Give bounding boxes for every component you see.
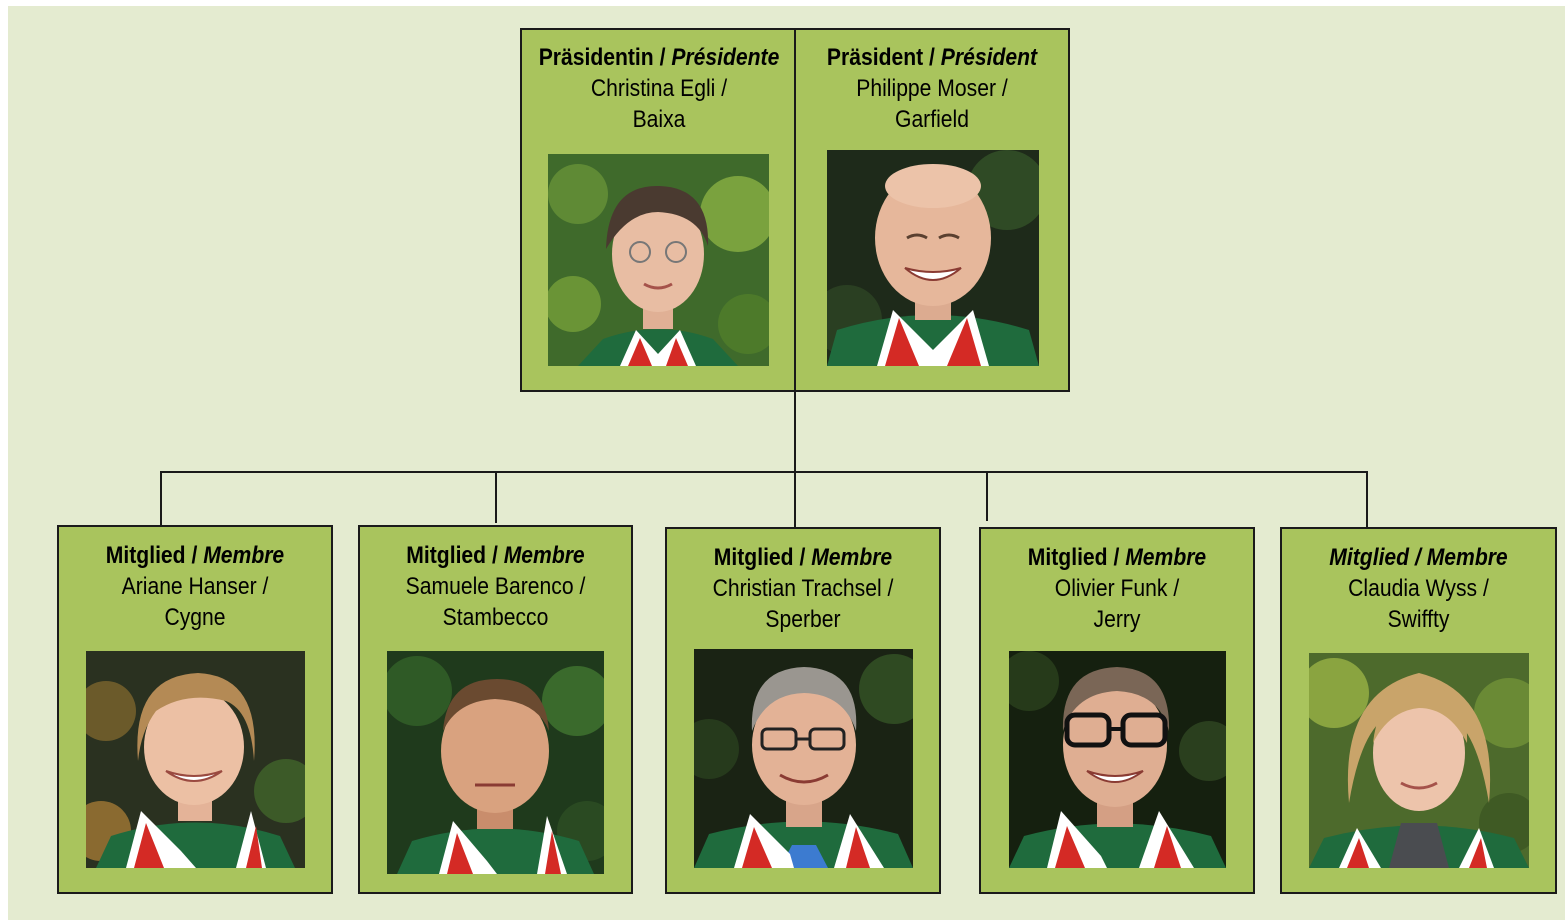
role-de: Mitglied xyxy=(1027,544,1108,571)
member-card-3: Mitglied / Membre Christian Trachsel / S… xyxy=(665,527,941,894)
person-scout-name: Cygne xyxy=(164,604,226,631)
portrait-photo-icon xyxy=(387,651,604,874)
connector-drop-4 xyxy=(986,471,988,521)
portrait-photo-icon xyxy=(1009,651,1226,868)
portrait-photo-icon xyxy=(548,154,769,366)
role-de: Mitglied xyxy=(1329,544,1410,571)
member-card-content: Mitglied / Membre Samuele Barenco / Stam… xyxy=(360,527,631,892)
role-label: Mitglied / Membre xyxy=(997,542,1236,573)
role-fr: Présidente xyxy=(671,44,780,71)
role-fr: Membre xyxy=(1125,544,1207,571)
leader-card-2: Präsident / Président Philippe Moser / G… xyxy=(796,30,1068,390)
role-separator: / xyxy=(185,542,204,569)
connector-drop-5 xyxy=(1366,471,1368,527)
role-fr: Président xyxy=(940,44,1038,71)
member-card-5: Mitglied / Membre Claudia Wyss / Swiffty xyxy=(1280,527,1557,894)
connector-drop-2 xyxy=(495,471,497,523)
role-fr: Membre xyxy=(811,544,893,571)
role-label: Präsident / Président xyxy=(812,42,1051,73)
role-label: Mitglied / Membre xyxy=(683,542,922,573)
person-name: Philippe Moser / xyxy=(856,75,1008,102)
role-fr: Membre xyxy=(503,542,585,569)
org-chart: Präsidentin / Présidente Christina Egli … xyxy=(8,6,1565,920)
connector-trunk xyxy=(794,390,796,472)
role-separator: / xyxy=(923,44,941,71)
member-card-content: Mitglied / Membre Claudia Wyss / Swiffty xyxy=(1282,529,1555,892)
portrait-photo-icon xyxy=(827,150,1039,366)
role-de: Präsident xyxy=(826,44,924,71)
member-card-content: Mitglied / Membre Ariane Hanser / Cygne xyxy=(59,527,331,892)
member-card-1: Mitglied / Membre Ariane Hanser / Cygne xyxy=(57,525,333,894)
portrait-photo-icon xyxy=(1309,653,1529,868)
role-separator: / xyxy=(1409,544,1427,571)
connector-drop-3 xyxy=(794,471,796,527)
role-de: Mitglied xyxy=(406,542,487,569)
person-name: Samuele Barenco / xyxy=(405,573,586,600)
role-label: Präsidentin / Présidente xyxy=(538,42,780,73)
role-de: Mitglied xyxy=(105,542,186,569)
person-name: Claudia Wyss / xyxy=(1348,575,1489,602)
role-de: Mitglied xyxy=(713,544,794,571)
person-scout-name: Sperber xyxy=(765,606,841,633)
role-label: Mitglied / Membre xyxy=(1298,542,1538,573)
role-separator: / xyxy=(486,542,504,569)
role-label: Mitglied / Membre xyxy=(376,540,614,571)
person-name: Ariane Hanser / xyxy=(121,573,269,600)
role-separator: / xyxy=(653,44,672,71)
person-name: Christian Trachsel / xyxy=(712,575,894,602)
person-scout-name: Garfield xyxy=(895,106,969,133)
person-name: Olivier Funk / xyxy=(1054,575,1180,602)
portrait-photo-icon xyxy=(694,649,913,868)
member-card-content: Mitglied / Membre Olivier Funk / Jerry xyxy=(981,529,1253,892)
person-name: Christina Egli / xyxy=(590,75,728,102)
connector-drop-1 xyxy=(160,471,162,527)
role-fr: Membre xyxy=(1426,544,1508,571)
person-scout-name: Baixa xyxy=(632,106,686,133)
connector-bus xyxy=(160,471,1368,473)
member-card-4: Mitglied / Membre Olivier Funk / Jerry xyxy=(979,527,1255,894)
portrait-photo-icon xyxy=(86,651,305,868)
role-label: Mitglied / Membre xyxy=(75,540,314,571)
member-card-2: Mitglied / Membre Samuele Barenco / Stam… xyxy=(358,525,633,894)
person-scout-name: Jerry xyxy=(1093,606,1141,633)
role-fr: Membre xyxy=(203,542,285,569)
leader-card-1: Präsidentin / Présidente Christina Egli … xyxy=(522,30,796,390)
role-de: Präsidentin xyxy=(538,44,654,71)
leader-divider xyxy=(794,30,796,390)
member-card-content: Mitglied / Membre Christian Trachsel / S… xyxy=(667,529,939,892)
person-scout-name: Stambecco xyxy=(442,604,549,631)
role-separator: / xyxy=(1107,544,1126,571)
person-scout-name: Swiffty xyxy=(1387,606,1450,633)
leadership-box: Präsidentin / Présidente Christina Egli … xyxy=(520,28,1070,392)
role-separator: / xyxy=(793,544,812,571)
